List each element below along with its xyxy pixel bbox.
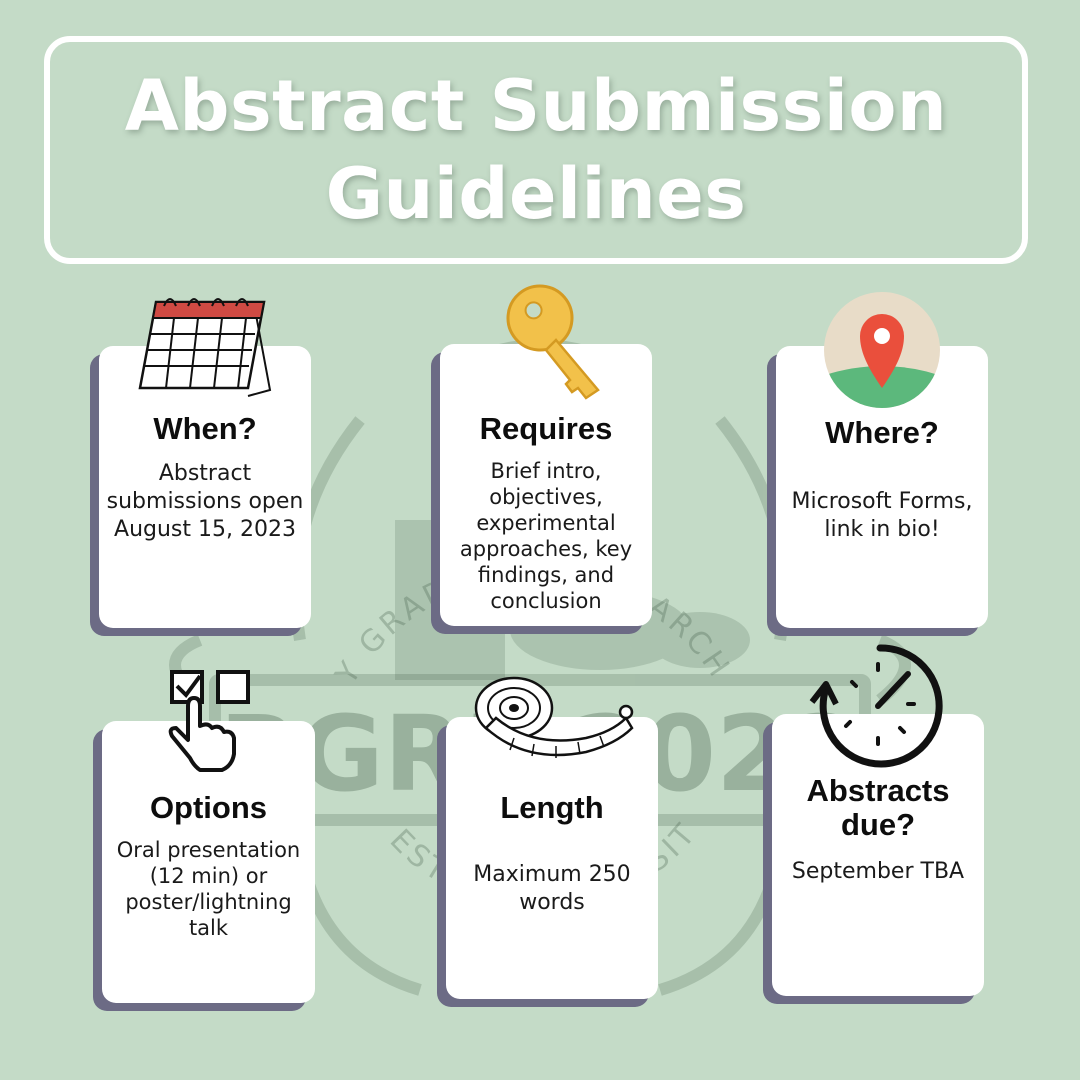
- card-length: Length Maximum 250 words: [446, 717, 658, 999]
- card-when-body: Abstract submissions open August 15, 202…: [106, 461, 304, 542]
- stopwatch-icon: [809, 644, 943, 768]
- map-pin-icon: [824, 292, 940, 408]
- card-requires-body: Brief intro, objectives, experimental ap…: [459, 459, 633, 613]
- calendar-icon: [138, 298, 272, 397]
- card-requires: Requires Brief intro, objectives, experi…: [440, 344, 652, 626]
- card-due-title: Abstracts due?: [806, 773, 950, 842]
- key-icon: [506, 284, 600, 400]
- card-options-body: Oral presentation (12 min) or poster/lig…: [116, 838, 301, 940]
- card-options: Options Oral presentation (12 min) or po…: [102, 721, 315, 1003]
- card-length-body: Maximum 250 words: [473, 862, 631, 915]
- card-requires-title: Requires: [479, 411, 613, 446]
- card-when-title: When?: [153, 411, 257, 446]
- measuring-tape-icon: [474, 676, 634, 758]
- card-when: When? Abstract submissions open August 1…: [99, 346, 311, 628]
- card-due-body: September TBA: [791, 859, 965, 884]
- page-title-line-2: Guidelines: [325, 153, 747, 235]
- checkbox-hand-icon: [168, 670, 250, 772]
- card-options-title: Options: [149, 790, 268, 825]
- card-where-title: Where?: [825, 415, 939, 450]
- page-title-line-1: Abstract Submission: [124, 65, 948, 147]
- card-where-body: Microsoft Forms, link in bio!: [791, 489, 973, 542]
- title-box: Abstract Submission Guidelines: [44, 36, 1028, 264]
- card-length-title: Length: [500, 790, 604, 825]
